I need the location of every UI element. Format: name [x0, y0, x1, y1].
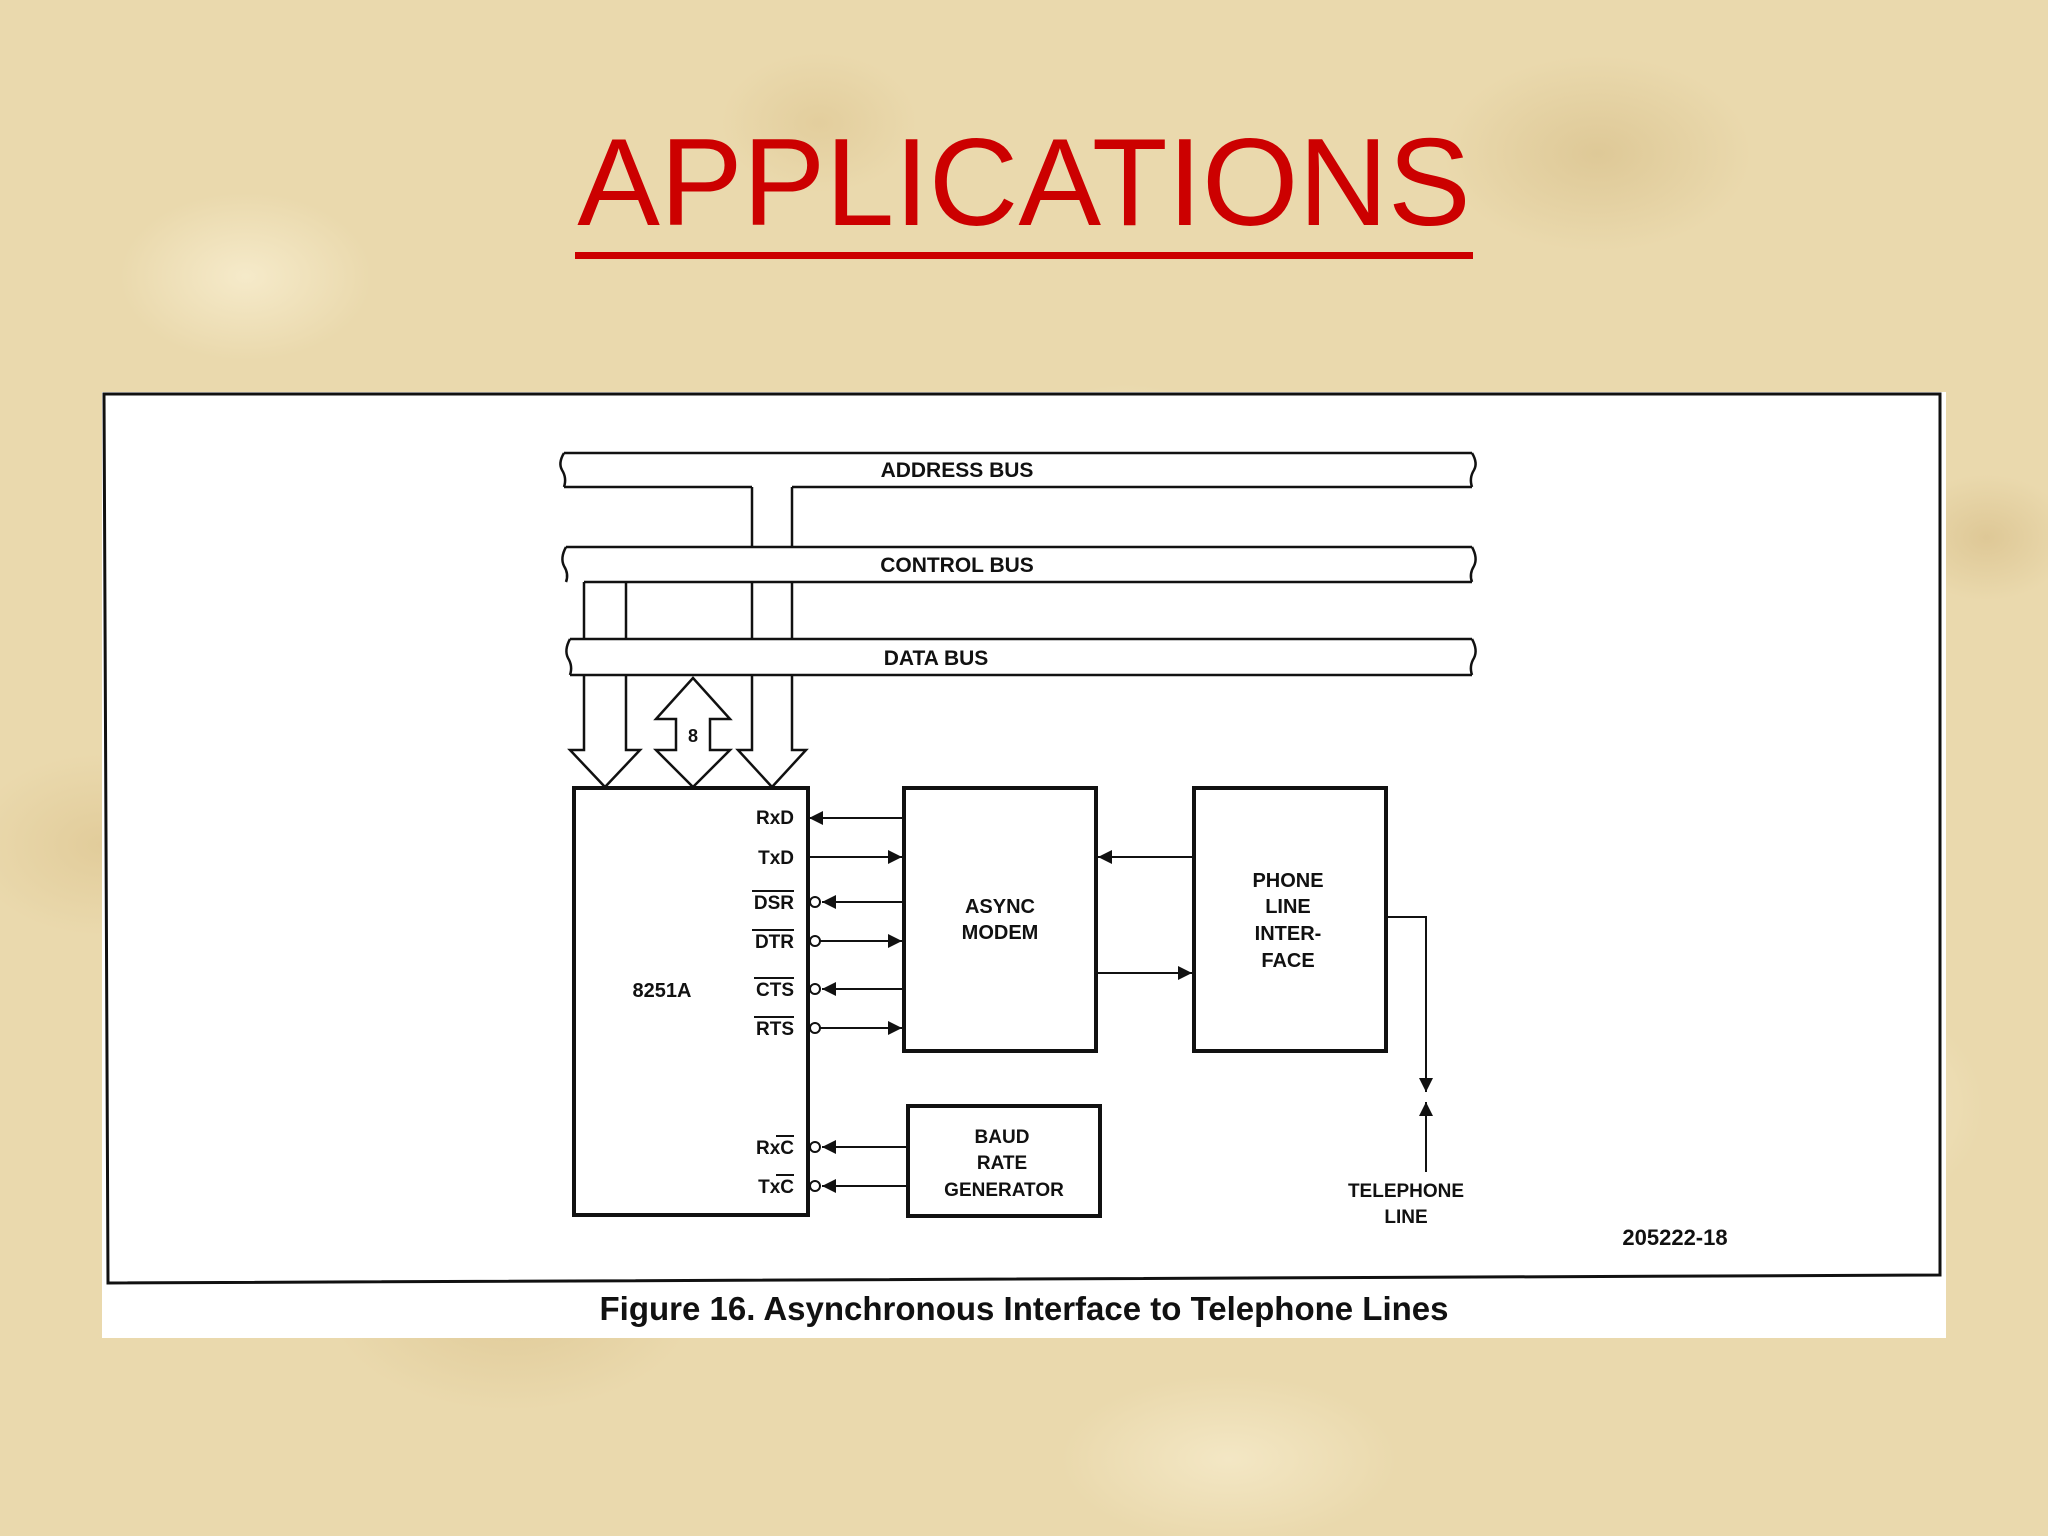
- cts-line: [809, 982, 902, 996]
- telephone-label-line1: TELEPHONE: [1348, 1181, 1464, 1202]
- txc-line: [809, 1179, 906, 1193]
- data-width-label: 8: [688, 726, 698, 746]
- data-bus-bidirectional-arrow: 8: [652, 676, 734, 789]
- figure-panel: ADDRESS BUS CONTROL BUS DATA BUS: [102, 392, 1946, 1338]
- pin-txc: TxC: [758, 1177, 794, 1198]
- dtr-line: [809, 934, 902, 948]
- phone-interface-line4: FACE: [1261, 950, 1314, 972]
- pin-rts: RTS: [756, 1019, 794, 1040]
- phone-interface-line1: PHONE: [1252, 870, 1323, 892]
- control-bus-tap-left: [582, 582, 628, 639]
- dsr-line: [809, 895, 902, 909]
- address-bus: ADDRESS BUS: [559, 451, 1477, 489]
- pin-txd: TxD: [758, 848, 794, 869]
- phone-interface-line2: LINE: [1265, 896, 1311, 918]
- baud-label-line2: RATE: [977, 1153, 1027, 1174]
- rxc-line: [809, 1140, 906, 1154]
- pin-dsr: DSR: [754, 893, 794, 914]
- figure-caption: Figure 16. Asynchronous Interface to Tel…: [600, 1290, 1449, 1327]
- data-bus-label: DATA BUS: [884, 647, 989, 670]
- pin-dtr: DTR: [755, 932, 794, 953]
- control-bus: CONTROL BUS: [561, 545, 1477, 584]
- control-arrow-right: [735, 675, 809, 789]
- async-modem-block: ASYNC MODEM: [902, 786, 1098, 1053]
- baud-rate-generator-block: BAUD RATE GENERATOR: [906, 1104, 1102, 1218]
- baud-label-line3: GENERATOR: [944, 1180, 1064, 1201]
- data-bus: DATA BUS: [565, 637, 1477, 677]
- telephone-label-line2: LINE: [1384, 1207, 1427, 1228]
- control-bus-tap-right: [750, 582, 794, 639]
- address-bus-tap: [750, 487, 794, 547]
- figure-frame: [102, 392, 1942, 1285]
- phone-line-interface-block: PHONE LINE INTER- FACE: [1192, 786, 1388, 1053]
- pin-rxc: RxC: [756, 1138, 794, 1159]
- usart-name: 8251A: [633, 980, 692, 1002]
- modem-label-line2: MODEM: [962, 922, 1039, 944]
- telephone-line-connection: TELEPHONE LINE: [1348, 916, 1464, 1228]
- block-diagram: ADDRESS BUS CONTROL BUS DATA BUS: [102, 392, 1942, 1327]
- slide-title: APPLICATIONS: [0, 114, 2048, 259]
- address-bus-label: ADDRESS BUS: [881, 459, 1034, 482]
- phone-interface-line3: INTER-: [1255, 923, 1322, 945]
- control-bus-label: CONTROL BUS: [880, 554, 1034, 577]
- pin-cts: CTS: [756, 980, 794, 1001]
- modem-label-line1: ASYNC: [965, 896, 1035, 918]
- pin-rxd: RxD: [756, 808, 794, 829]
- control-arrow-left: [567, 675, 643, 789]
- usart-8251a-block: 8251A RxD TxD DSR DTR CTS RTS RxC TxC: [572, 786, 810, 1217]
- rts-line: [809, 1021, 902, 1035]
- baud-label-line1: BAUD: [975, 1127, 1030, 1148]
- figure-id: 205222-18: [1622, 1225, 1727, 1250]
